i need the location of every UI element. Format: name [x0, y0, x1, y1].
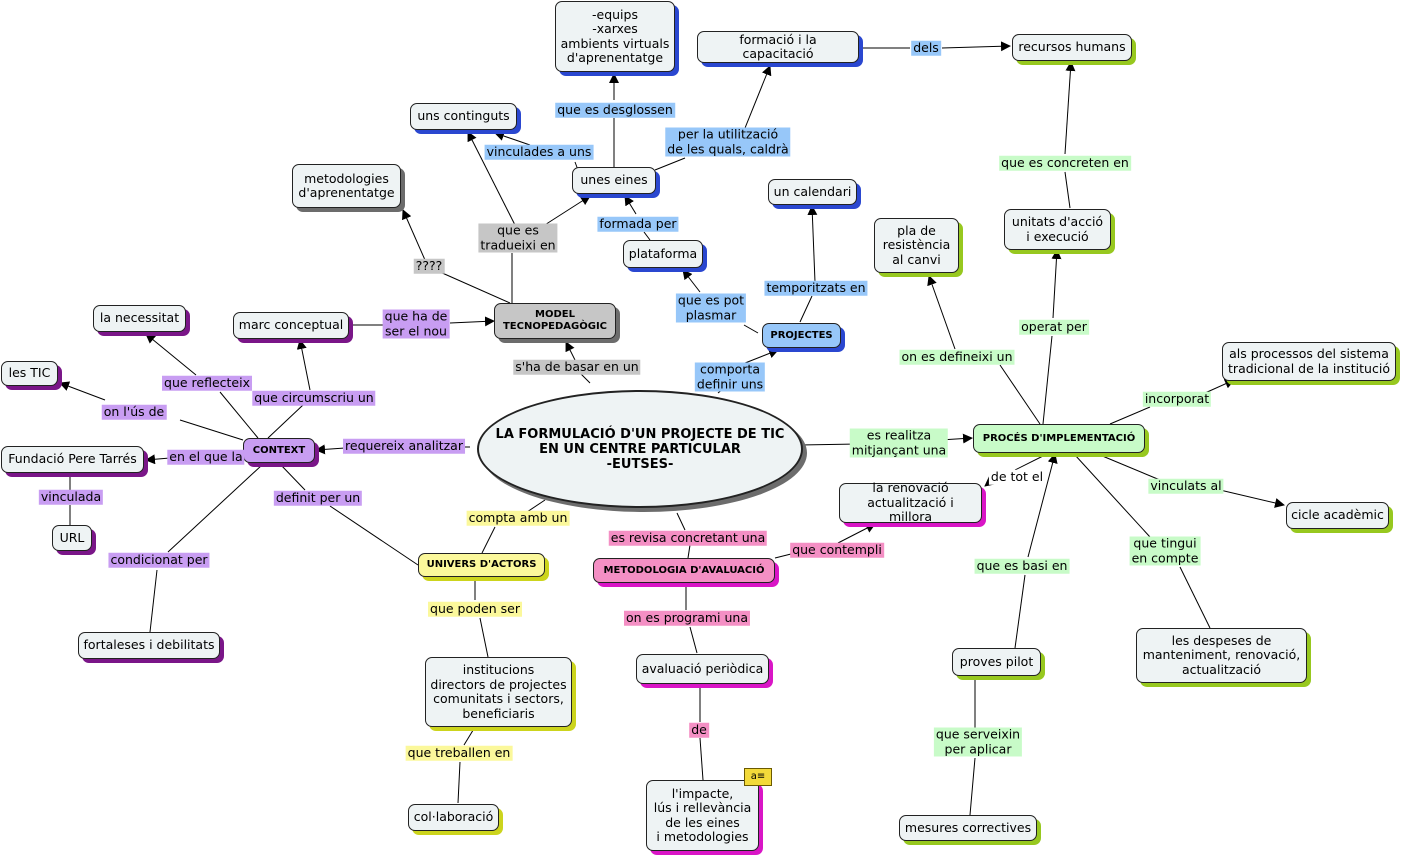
plataforma-node[interactable]: plataforma [623, 240, 703, 268]
model-tecnopedagogic-node[interactable]: MODEL TECNOPEDAGÒGIC [494, 303, 616, 339]
continguts-node[interactable]: uns continguts [410, 103, 517, 130]
link-programi: on es programi una [623, 609, 751, 626]
context-node[interactable]: CONTEXT [243, 438, 315, 463]
link-temporitzats: temporitzats en [764, 279, 868, 296]
link-requereix: requereix analitzar [343, 437, 465, 454]
necessitat-node[interactable]: la necessitat [93, 305, 186, 332]
link-tradueixi: que es tradueixi en [478, 222, 558, 253]
link-desglossen: que es desglossen [555, 101, 675, 118]
link-revisa: es revisa concretant una [608, 529, 768, 546]
link-enelque: en el que la [167, 448, 245, 465]
link-vinculada: vinculada [38, 488, 104, 505]
link-defineixi: on es defineixi un [899, 348, 1015, 365]
link-dels: dels [911, 39, 941, 56]
url-node[interactable]: URL [52, 525, 92, 551]
renovacio-node[interactable]: la renovació actualització i millora [839, 481, 982, 524]
proves-pilot-node[interactable]: proves pilot [952, 648, 1041, 676]
link-realitza: es realitza mitjançant una [849, 427, 949, 458]
link-utilitzacio: per la utilització de les quals, caldrà [665, 126, 791, 157]
link-circumscriu: que circumscriu un [252, 389, 376, 406]
link-de: de [689, 721, 709, 738]
metodologies-node[interactable]: metodologies d'aprenentatge [292, 164, 401, 208]
link-basar: s'ha de basar en un [513, 358, 641, 375]
link-ielus: on l'ús de [101, 403, 167, 420]
link-condicionat: condicionat per [108, 551, 210, 568]
link-vinculades: vinculades a uns [484, 143, 594, 160]
tic-node[interactable]: les TIC [1, 361, 58, 386]
univers-actors-node[interactable]: UNIVERS D'ACTORS [418, 553, 545, 577]
link-poden: que poden ser [428, 600, 522, 617]
cicle-node[interactable]: cicle acadèmic [1286, 502, 1389, 529]
collaboracio-node[interactable]: col·laboració [408, 804, 499, 831]
metodologia-avaluacio-node[interactable]: METODOLOGIA D'AVALUACIÓ [593, 558, 775, 583]
calendari-node[interactable]: un calendari [768, 179, 857, 205]
link-compta: compta amb un [466, 509, 570, 526]
link-treballen: que treballen en [405, 744, 513, 761]
link-detotel: de tot el [988, 468, 1046, 485]
pla-resistencia-node[interactable]: pla de resistència al canvi [874, 218, 959, 273]
eines-node[interactable]: unes eines [572, 167, 656, 194]
formacio-node[interactable]: formació i la capacitació [697, 31, 859, 63]
link-concreten: que es concreten en [999, 154, 1131, 171]
link-potplasmar: que es pot plasmar [675, 292, 747, 323]
link-reflecteix: que reflecteix [162, 374, 252, 391]
link-definit: definit per un [273, 489, 363, 506]
projectes-node[interactable]: PROJECTES [762, 323, 841, 348]
link-serveixin: que serveixin per aplicar [933, 726, 1023, 757]
unitats-node[interactable]: unitats d'acció i execució [1004, 209, 1111, 250]
central-concept[interactable]: LA FORMULACIÓ D'UN PROJECTE DE TIC EN UN… [477, 390, 803, 508]
link-qqqq: ???? [413, 257, 445, 274]
equips-node[interactable]: -equips -xarxes ambients virtuals d'apre… [555, 1, 675, 72]
link-basi: que es basi en [974, 557, 1070, 574]
link-contempli: que contempli [790, 541, 884, 558]
recursos-humans-node[interactable]: recursos humans [1012, 34, 1132, 61]
link-incorporat: incorporat [1142, 390, 1212, 407]
link-formada: formada per [597, 215, 679, 232]
institucions-node[interactable]: institucions directors de projectes comu… [425, 657, 572, 727]
link-vinculatsal: vinculats al [1148, 477, 1224, 494]
fundacio-node[interactable]: Fundació Pere Tarrés [1, 446, 144, 473]
impacte-node[interactable]: l'impacte, lús i rellevància de les eine… [646, 780, 759, 851]
link-tingui: que tingui en compte [1129, 535, 1201, 566]
despeses-node[interactable]: les despeses de manteniment, renovació, … [1136, 628, 1307, 683]
mesures-node[interactable]: mesures correctives [899, 815, 1037, 841]
proces-implementacio-node[interactable]: PROCÉS D'IMPLEMENTACIÓ [973, 424, 1145, 453]
marc-conceptual-node[interactable]: marc conceptual [233, 312, 349, 339]
note-icon[interactable]: a≡ [744, 768, 772, 786]
fortaleses-node[interactable]: fortaleses i debilitats [78, 632, 220, 659]
link-haser: que ha de ser el nou [382, 308, 450, 339]
link-operat: operat per [1019, 318, 1089, 335]
link-comporta: comporta definir uns [694, 361, 766, 392]
avaluacio-periodica-node[interactable]: avaluació periòdica [636, 654, 769, 684]
processos-node[interactable]: als processos del sistema tradicional de… [1222, 342, 1396, 381]
